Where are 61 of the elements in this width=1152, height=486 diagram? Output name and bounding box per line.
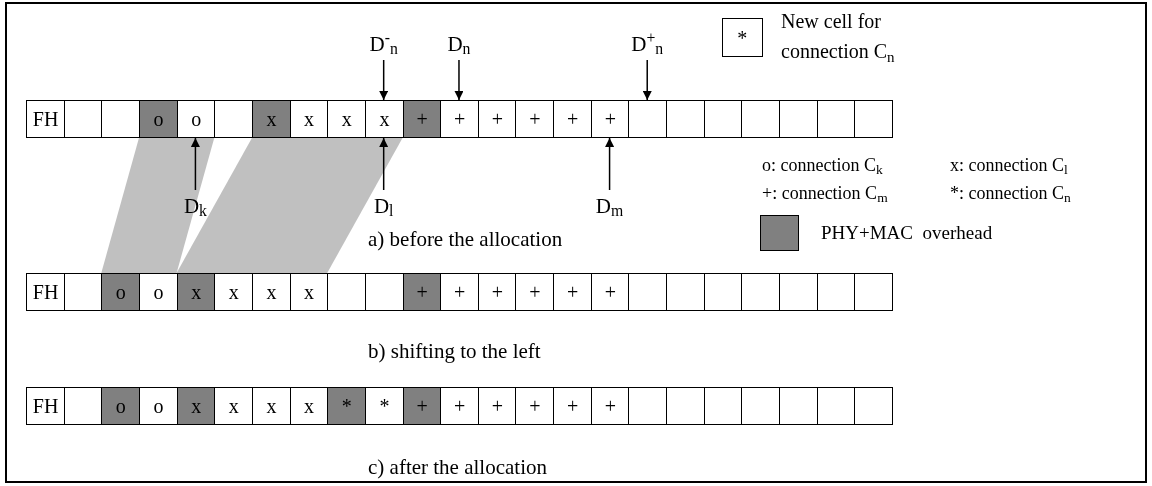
- frame-cell: x: [364, 100, 404, 138]
- frame-cell: +: [402, 273, 442, 311]
- frame-cell: +: [590, 100, 630, 138]
- frame-cell: *: [364, 387, 404, 425]
- frame-cell: +: [515, 273, 555, 311]
- step-caption: b) shifting to the left: [368, 338, 541, 365]
- frame-cell: +: [553, 273, 593, 311]
- frame-cell: x: [176, 273, 216, 311]
- frame-cell: x: [214, 387, 254, 425]
- symbol-key-text: x: connection C$_{l}$: [950, 154, 1068, 179]
- frame-cell: o: [101, 273, 141, 311]
- frame-cell: o: [138, 387, 179, 425]
- frame-cell: x: [289, 100, 329, 138]
- frame-cell: +: [402, 100, 442, 138]
- frame-cell: x: [176, 387, 216, 425]
- arrow: [454, 59, 464, 101]
- frame-cell: +: [440, 387, 480, 425]
- frame-cell: x: [289, 273, 329, 311]
- frame-cell: +: [440, 100, 480, 138]
- frame-cell: +: [477, 387, 517, 425]
- frame-cell: +: [440, 273, 480, 311]
- pointer-label: D$_{m}$: [574, 190, 645, 222]
- frame-cell: x: [214, 273, 254, 311]
- frame-cell: +: [402, 387, 442, 425]
- frame-cell: +: [590, 387, 630, 425]
- frame-cell: o: [138, 100, 179, 138]
- pointer-label: D$_{k}$: [160, 190, 231, 222]
- frame-cell: o: [101, 387, 141, 425]
- frame-cell: o: [138, 273, 179, 311]
- frame-cell: +: [590, 273, 630, 311]
- frame-cell: x: [251, 100, 292, 138]
- arrow: [605, 137, 615, 191]
- pointer-label: D$_{n}$: [423, 28, 494, 60]
- step-caption: c) after the allocation: [368, 454, 547, 481]
- symbol-key-text: o: connection C$_{k}$: [762, 154, 883, 179]
- frame-cell: x: [251, 387, 292, 425]
- frame-cell: +: [515, 387, 555, 425]
- arrow: [190, 137, 200, 191]
- legend-text: PHY+MAC overhead: [821, 220, 993, 245]
- key-caption: New cell for connection C$_{n}$: [781, 9, 896, 66]
- frame-cell: *: [327, 387, 367, 425]
- arrow: [379, 59, 389, 101]
- frame-cell: +: [477, 273, 517, 311]
- frame-cell: +: [515, 100, 555, 138]
- frame-cell: +: [553, 100, 593, 138]
- symbol-key-text: +: connection C$_{m}$: [762, 182, 888, 207]
- frame-cell: FH: [26, 273, 66, 311]
- frame-cell: x: [327, 100, 367, 138]
- frame-cell: FH: [26, 387, 66, 425]
- frame-cell: +: [553, 387, 593, 425]
- frame-cell: +: [477, 100, 517, 138]
- symbol-key-text: *: connection C$_{n}$: [950, 182, 1071, 207]
- arrow: [642, 59, 652, 101]
- frame-cell: o: [176, 100, 216, 138]
- frame-cell: FH: [26, 100, 66, 138]
- key-cell: *: [722, 18, 763, 57]
- arrow: [379, 137, 389, 191]
- pointer-label: D$_{l}$: [348, 190, 419, 222]
- step-caption: a) before the allocation: [368, 226, 563, 253]
- frame-cell: x: [251, 273, 292, 311]
- frame-cell: x: [289, 387, 329, 425]
